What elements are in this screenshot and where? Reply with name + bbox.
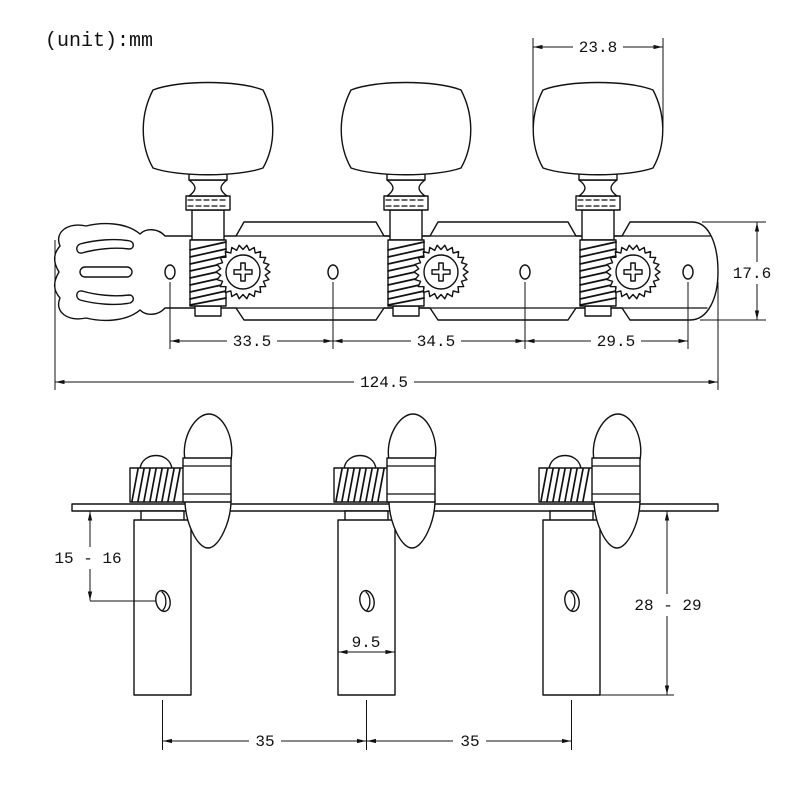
tuner-side-3 <box>538 413 642 696</box>
unit-note: (unit):mm <box>45 30 153 53</box>
side-view: 15 - 16 28 - 29 9.5 35 35 <box>54 413 719 751</box>
tuner-side-2 <box>333 413 437 696</box>
dimension-button-width: 23.8 <box>532 38 664 128</box>
dimension-plate-width: 17.6 <box>700 221 771 321</box>
dimension-label: 33.5 <box>233 333 271 351</box>
dimension-label: 9.5 <box>352 634 381 652</box>
mounting-hole <box>164 264 176 280</box>
dimension-label: 15 - 16 <box>54 550 121 568</box>
scroll-slot-lower <box>76 290 134 306</box>
dimension-post-diameter: 9.5 <box>338 634 395 655</box>
dimension-label: 29.5 <box>597 333 635 351</box>
scroll-slot-upper <box>76 238 134 254</box>
mounting-hole <box>682 264 694 280</box>
dimension-label: 35 <box>460 733 479 751</box>
tuner-side-1 <box>129 413 233 696</box>
mounting-hole <box>519 264 531 280</box>
plate-rim-lines <box>235 235 711 309</box>
dimension-label: 34.5 <box>417 333 455 351</box>
scroll-slot-middle <box>79 266 133 278</box>
dimension-total-length: 124.5 <box>54 240 719 392</box>
dimension-post-length: 28 - 29 <box>600 511 702 696</box>
dimension-label: 17.6 <box>733 265 771 283</box>
dimension-plate-to-hole: 15 - 16 <box>54 511 156 602</box>
dimension-label: 23.8 <box>579 39 617 57</box>
mounting-hole <box>327 264 339 280</box>
front-view: 23.8 17.6 33.5 34.5 29.5 <box>53 38 771 392</box>
dimension-label: 28 - 29 <box>634 597 701 615</box>
dimension-label: 124.5 <box>360 374 408 392</box>
dimension-hole-spacing: 33.5 34.5 29.5 <box>169 282 689 351</box>
dimension-post-spacing: 35 35 <box>162 700 572 751</box>
dimension-label: 35 <box>255 733 274 751</box>
